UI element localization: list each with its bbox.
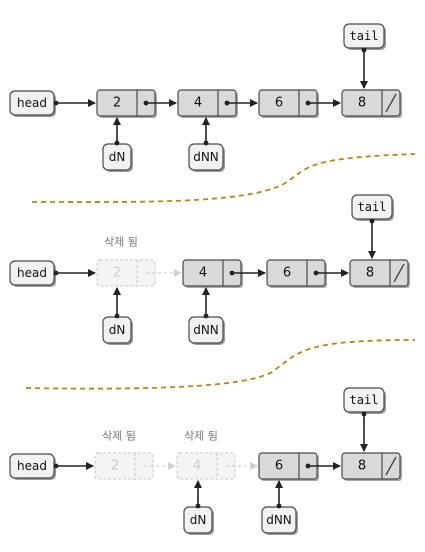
node-4-panel-2: 4 xyxy=(182,259,243,288)
tail-label-3-text: tail xyxy=(350,393,379,407)
node-value: 8 xyxy=(358,459,366,474)
dnn-pointer-2-text: dNN xyxy=(193,323,219,337)
dn-pointer-3-text: dN xyxy=(190,513,207,527)
node-box xyxy=(341,89,401,117)
divider-line-2 xyxy=(25,339,416,390)
tail-arrow-3-dot xyxy=(361,411,367,417)
panel-2: 2 삭제 됨 4 6 8 xyxy=(96,236,410,288)
next-arrow-4-panel-2-dot xyxy=(229,270,235,276)
dn-pointer-2-text: dN xyxy=(109,323,126,337)
dn-pointer-3: dN xyxy=(183,506,214,535)
head-arrow-3-dot xyxy=(53,463,59,469)
dnn-pointer-1-arrow-dot xyxy=(203,140,209,146)
node-value: 8 xyxy=(358,96,366,111)
head-label-1: head xyxy=(9,90,56,117)
node-value: 6 xyxy=(275,96,283,111)
node-value: 2 xyxy=(111,459,119,474)
dn-pointer-2-arrow-dot xyxy=(114,313,120,319)
node-6-panel-2: 6 xyxy=(266,259,327,288)
head-label-2: head xyxy=(9,260,56,287)
node-value: 4 xyxy=(193,459,201,474)
node-8-panel-1: 8 xyxy=(341,89,402,118)
head-label-2-text: head xyxy=(17,266,47,280)
node-6-panel-3: 6 xyxy=(258,452,319,481)
dn-pointer-3-arrow-dot xyxy=(195,503,201,509)
dn-pointer-1-text: dN xyxy=(109,150,126,164)
tail-label-2: tail xyxy=(351,194,394,221)
node-value: 8 xyxy=(366,266,374,281)
node-box xyxy=(349,259,409,287)
dnn-pointer-1: dNN xyxy=(188,143,225,172)
dn-pointer-1-arrow-dot xyxy=(114,140,120,146)
tail-label-1-text: tail xyxy=(350,29,379,43)
deleted-label: 삭제 됨 xyxy=(184,430,218,443)
next-arrow-4-panel-1-dot xyxy=(224,100,230,106)
next-arrow-6-panel-3-dot xyxy=(305,463,311,469)
next-arrow-6-panel-2-dot xyxy=(313,270,319,276)
null-slash-icon xyxy=(385,456,397,476)
next-arrow-2-panel-1-dot xyxy=(143,100,149,106)
node-value: 2 xyxy=(113,96,121,111)
node-value: 4 xyxy=(194,96,202,111)
node-value: 2 xyxy=(113,266,121,281)
divider-line-1 xyxy=(31,153,416,203)
dnn-pointer-1-text: dNN xyxy=(193,150,219,164)
null-slash-icon xyxy=(385,93,397,113)
head-arrow-1-dot xyxy=(53,100,59,106)
null-slash-icon xyxy=(393,263,405,283)
node-box xyxy=(341,452,401,480)
tail-arrow-2-dot xyxy=(369,218,375,224)
tail-label-2-text: tail xyxy=(358,200,387,214)
tail-arrow-1-dot xyxy=(361,47,367,53)
panel-1: 2 4 6 8 xyxy=(96,89,402,118)
node-6-panel-1: 6 xyxy=(258,89,319,118)
node-value: 6 xyxy=(283,266,291,281)
node-4-panel-3: 4 삭제 됨 xyxy=(176,430,236,480)
node-2-panel-2: 2 삭제 됨 xyxy=(96,236,156,287)
tail-label-1: tail xyxy=(343,23,386,50)
node-value: 6 xyxy=(275,459,283,474)
head-label-3: head xyxy=(9,453,56,480)
deleted-label: 삭제 됨 xyxy=(104,236,138,249)
dnn-pointer-3: dNN xyxy=(261,506,298,535)
head-arrow-2-dot xyxy=(53,270,59,276)
dnn-pointer-2: dNN xyxy=(188,316,225,345)
tail-label-3: tail xyxy=(343,387,386,414)
dnn-pointer-3-text: dNN xyxy=(266,513,292,527)
node-2-panel-3: 2 삭제 됨 xyxy=(94,430,154,480)
node-value: 4 xyxy=(199,266,207,281)
head-label-3-text: head xyxy=(17,459,47,473)
node-8-panel-3: 8 xyxy=(341,452,402,481)
deleted-label: 삭제 됨 xyxy=(102,430,136,443)
node-8-panel-2: 8 xyxy=(349,259,410,288)
dnn-pointer-3-arrow-dot xyxy=(276,503,282,509)
dn-pointer-2: dN xyxy=(102,316,133,345)
node-4-panel-1: 4 xyxy=(177,89,238,118)
head-label-1-text: head xyxy=(17,96,47,110)
node-2-panel-1: 2 xyxy=(96,89,157,118)
next-arrow-6-panel-1-dot xyxy=(305,100,311,106)
dn-pointer-1: dN xyxy=(102,143,133,172)
panel-3: 2 삭제 됨 4 삭제 됨 6 8 xyxy=(94,430,402,481)
dnn-pointer-2-arrow-dot xyxy=(203,313,209,319)
